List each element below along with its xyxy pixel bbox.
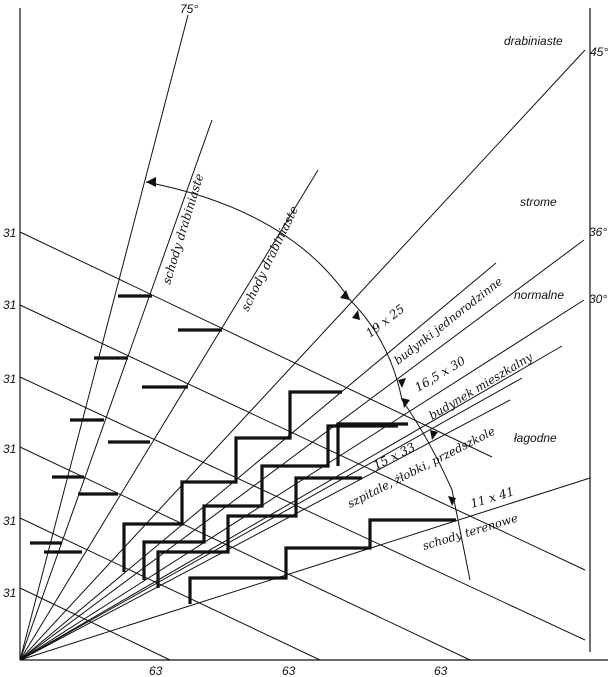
label-11x41: 11 x 41 (469, 484, 516, 511)
frame (19, 8, 608, 661)
label-16-5x30: 16,5 x 30 (412, 353, 468, 394)
left-tick: 31 (3, 226, 16, 240)
label-19x25: 19 x 25 (363, 302, 407, 341)
bottom-tick: 63 (149, 664, 163, 677)
zone-strome: strome (520, 195, 557, 209)
angle-arcs (145, 177, 471, 581)
arrow-head-icon (340, 290, 350, 300)
angle-75-label: 75° (180, 2, 198, 16)
angle-36-label: 36° (589, 225, 607, 239)
label-schody-drabiniaste-2: schody drabiniaste (238, 204, 301, 314)
bottom-axis-ticks: 63 63 63 (149, 664, 448, 677)
angle-labels: 75° 45° 36° 30° (180, 2, 608, 306)
bottom-tick: 63 (434, 664, 448, 677)
left-tick: 31 (3, 372, 16, 386)
label-budynek-mieszkalny: budynek mieszkalny (426, 349, 535, 422)
label-schody-terenowe: schody terenowe (421, 511, 520, 553)
zone-normalne: normalne (514, 288, 564, 302)
step-profiles (30, 294, 456, 604)
left-tick: 31 (3, 514, 16, 528)
bottom-tick: 63 (282, 664, 296, 677)
left-axis-ticks: 31 31 31 31 31 31 (3, 226, 16, 600)
angle-45-label: 45° (590, 45, 608, 59)
zone-lagodne: łagodne (514, 431, 557, 445)
step-rule-lines (19, 231, 586, 661)
arrow-head-icon (352, 310, 360, 320)
slope-rays (19, 14, 591, 661)
label-budynki-jednorodzinne: budynki jednorodzinne (391, 274, 505, 367)
zone-labels: drabiniaste strome normalne łagodne (504, 34, 564, 445)
annotation-labels: schody drabiniaste schody drabiniaste 19… (159, 172, 535, 553)
left-tick: 31 (3, 298, 16, 312)
arrow-head-icon (398, 378, 406, 388)
left-tick: 31 (3, 442, 16, 456)
arrow-head-icon (448, 496, 456, 506)
left-tick: 31 (3, 586, 16, 600)
angle-30-label: 30° (589, 292, 607, 306)
arrow-head-icon (430, 430, 438, 440)
label-schody-drabiniaste-1: schody drabiniaste (159, 172, 206, 286)
arrow-head-icon (402, 398, 410, 408)
zone-drabiniaste: drabiniaste (504, 34, 563, 48)
arrow-head-icon (146, 177, 156, 187)
